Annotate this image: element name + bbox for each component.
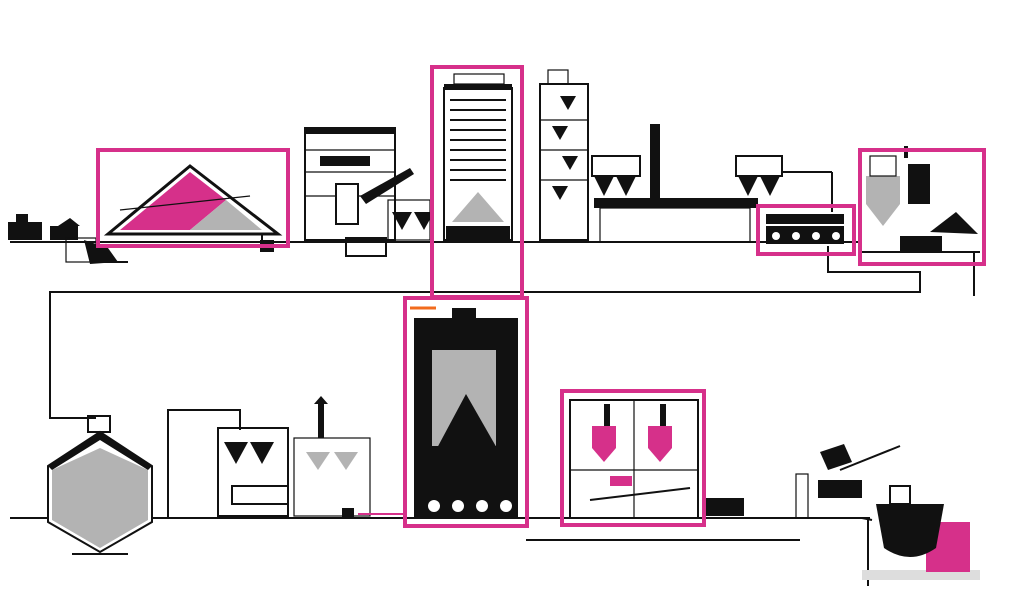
ship-hull: [876, 504, 944, 557]
mixing-station: [860, 146, 980, 253]
bagging-tower: [569, 399, 744, 519]
feed-pipe: [167, 409, 241, 518]
screw-conveyor: [766, 214, 844, 244]
filter-houses: [591, 124, 833, 243]
screw-conveyor-frame: [756, 204, 856, 256]
cyclone-tower: [539, 69, 589, 241]
ship-loader: [526, 444, 980, 586]
kiln-reactor: [410, 306, 518, 518]
bagging-tower-frame: [560, 389, 706, 527]
kiln-reactor-frame: [403, 296, 529, 528]
batching-plant: [217, 396, 371, 518]
crusher-tower: [304, 127, 434, 257]
truck: [706, 498, 744, 516]
storage-shed: [103, 164, 283, 252]
bottom-process-line: [10, 306, 980, 586]
mixing-station-frame: [858, 148, 986, 266]
tall-silo: [443, 73, 513, 241]
storage-shed-frame: [96, 148, 290, 248]
shed-pile: [120, 172, 226, 230]
chimney: [650, 124, 660, 198]
intake-machinery: [8, 214, 128, 264]
transfer-duct: [49, 246, 921, 419]
top-process-line: [8, 69, 980, 419]
highlight-frames: [96, 65, 986, 528]
dome-silo: [47, 415, 153, 555]
silo-rungs: [450, 99, 506, 181]
